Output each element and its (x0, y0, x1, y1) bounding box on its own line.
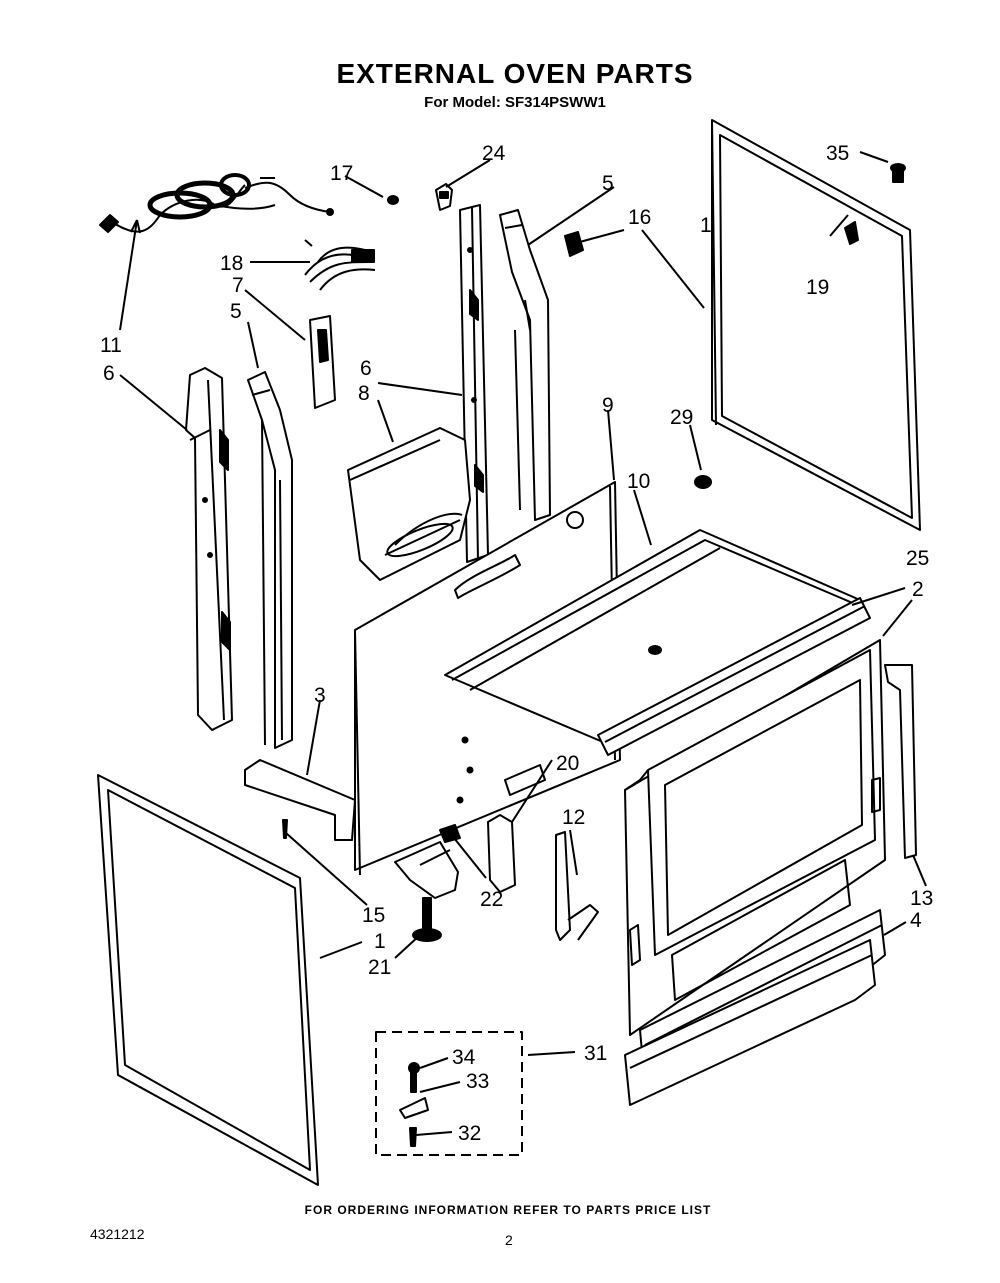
callout-34: 34 (452, 1046, 476, 1069)
callout-29: 29 (670, 406, 693, 429)
front-frame-part-2 (624, 639, 886, 1036)
callout-5b: 5 (602, 172, 614, 195)
side-rail-left (185, 367, 233, 731)
callout-21: 21 (368, 956, 391, 979)
power-cord-part (99, 173, 334, 233)
callout-4: 4 (910, 909, 922, 932)
callout-7: 7 (232, 274, 244, 297)
callout-20: 20 (556, 752, 579, 775)
left-side-panel (97, 774, 319, 1186)
callout-33: 33 (466, 1070, 489, 1093)
callout-32: 32 (458, 1122, 481, 1145)
callout-labels: 1 1 2 3 4 5 5 6 6 7 8 9 10 11 12 13 15 1… (100, 142, 933, 1145)
leader-lines (119, 151, 927, 1136)
callout-1b: 1 (374, 930, 386, 953)
callout-25: 25 (906, 547, 929, 570)
model-subtitle: For Model: SF314PSWW1 (424, 94, 606, 111)
bracket-part-7 (309, 315, 336, 409)
document-number: 4321212 (90, 1226, 145, 1242)
callout-3: 3 (314, 684, 326, 707)
hardware-kit-box (375, 1031, 523, 1156)
bottom-bracket (394, 841, 459, 899)
callout-16: 16 (628, 206, 651, 229)
callout-9: 9 (602, 394, 614, 417)
callout-18: 18 (220, 252, 243, 275)
callout-8: 8 (358, 382, 370, 405)
callout-2: 2 (912, 578, 924, 601)
page-title: EXTERNAL OVEN PARTS (336, 58, 694, 89)
right-rear-panel (711, 119, 921, 531)
hinge-part-24 (435, 183, 453, 211)
page-number: 2 (505, 1232, 513, 1248)
callout-15: 15 (362, 904, 385, 927)
bracket-part-20 (487, 814, 516, 893)
callout-35: 35 (826, 142, 849, 165)
side-bracket-left (247, 371, 293, 749)
bracket-part-3 (244, 759, 356, 841)
block-part-16 (564, 231, 584, 257)
ordering-note: FOR ORDERING INFORMATION REFER TO PARTS … (304, 1203, 712, 1217)
callout-24: 24 (482, 142, 506, 165)
rod-part-12 (555, 831, 599, 941)
callout-13: 13 (910, 887, 933, 910)
lower-kick-panel (624, 939, 876, 1106)
callout-31: 31 (584, 1042, 607, 1065)
screw-part-15 (282, 819, 288, 839)
plug-part-29 (694, 475, 712, 489)
callout-12: 12 (562, 806, 585, 829)
callout-6b: 6 (360, 357, 372, 380)
front-strip-part-25 (597, 597, 871, 756)
screw-part-17 (387, 195, 399, 205)
wire-harness-part (304, 239, 376, 291)
callout-11: 11 (100, 334, 122, 357)
rear-bracket-right (499, 209, 551, 521)
gasket-part-13 (871, 664, 917, 859)
vent-duct-part-8 (347, 427, 471, 581)
callout-22: 22 (480, 888, 503, 911)
callout-19: 19 (806, 276, 829, 299)
leveling-leg-part-21 (412, 897, 442, 942)
callout-17: 17 (330, 162, 353, 185)
callout-6a: 6 (103, 362, 115, 385)
knob-part-35 (890, 163, 906, 183)
callout-10: 10 (627, 470, 650, 493)
callout-1a: 1 (700, 214, 712, 237)
callout-5a: 5 (230, 300, 242, 323)
